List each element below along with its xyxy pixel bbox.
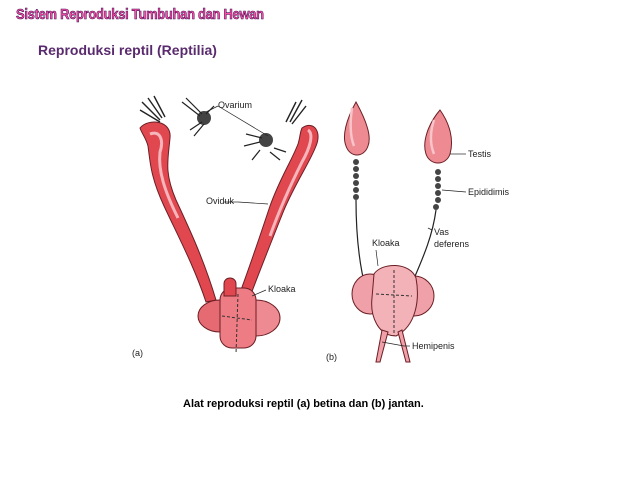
label-hemipenis: Hemipenis <box>412 341 455 351</box>
ovary-right <box>243 133 287 161</box>
cloaca-female <box>197 277 281 355</box>
label-epididimis: Epididimis <box>468 187 510 197</box>
header-title: Sistem Reproduksi Tumbuhan dan Hewan <box>16 6 265 24</box>
label-panel-a: (a) <box>132 348 143 358</box>
figure-caption: Alat reproduksi reptil (a) betina dan (b… <box>183 398 424 410</box>
label-deferens: deferens <box>434 239 470 249</box>
testis-left <box>343 100 370 291</box>
slide-title: Reproduksi reptil (Reptilia) <box>38 42 217 58</box>
oviduct-left <box>139 121 217 303</box>
reptile-reproductive-figure: Ovarium Oviduk Kloaka (a) <box>132 95 510 363</box>
label-ovarium: Ovarium <box>218 100 252 110</box>
cloaca-male <box>351 265 435 337</box>
ovary-far-right <box>285 99 307 125</box>
label-oviduk: Oviduk <box>206 196 235 206</box>
testis-right <box>409 109 453 289</box>
label-testis: Testis <box>468 149 492 159</box>
female-reproductive-diagram: Ovarium Oviduk Kloaka (a) <box>132 95 319 358</box>
ovary-center <box>181 97 215 137</box>
label-panel-b: (b) <box>326 352 337 362</box>
label-kloaka-female: Kloaka <box>268 284 296 294</box>
ovary-left <box>139 95 166 123</box>
label-kloaka-male: Kloaka <box>372 238 400 248</box>
label-vas: Vas <box>434 227 449 237</box>
male-reproductive-diagram: Testis Epididimis Vas deferens Kloaka He… <box>326 100 510 363</box>
